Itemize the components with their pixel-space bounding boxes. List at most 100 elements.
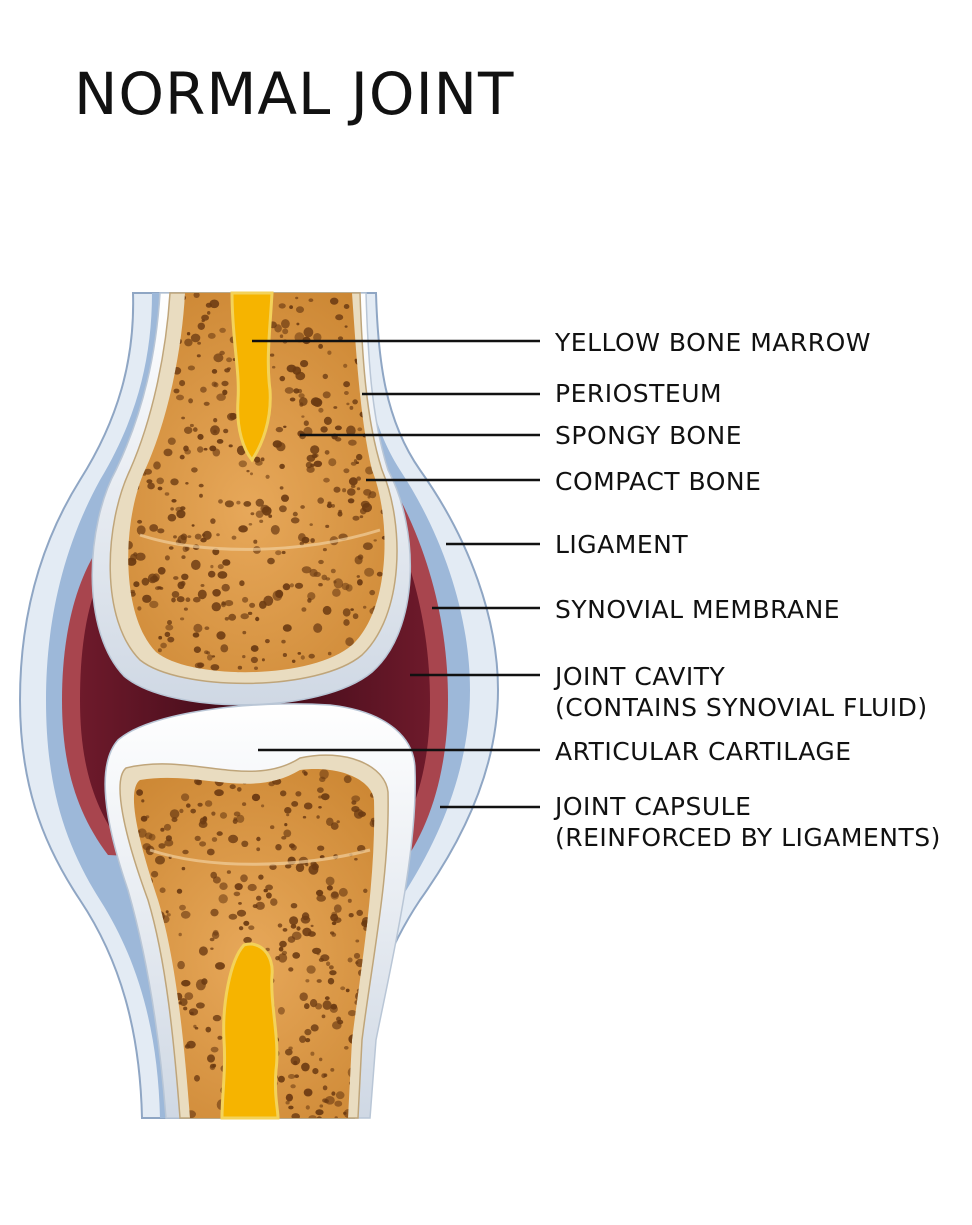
bone-pore <box>352 399 358 405</box>
bone-pore <box>285 863 292 869</box>
label-synovial-membrane: SYNOVIAL MEMBRANE <box>555 594 840 625</box>
bone-pore <box>333 406 338 409</box>
bone-pore <box>250 472 253 476</box>
bone-pore <box>318 583 323 587</box>
bone-pore <box>167 620 172 625</box>
bone-pore <box>160 642 167 649</box>
bone-pore <box>229 784 236 790</box>
bone-pore <box>216 393 226 401</box>
bone-pore <box>218 499 223 504</box>
bone-pore <box>313 460 323 467</box>
bone-pore <box>183 1006 188 1011</box>
bone-pore <box>199 841 207 847</box>
bone-pore <box>160 827 165 832</box>
bone-pore <box>157 648 162 653</box>
bone-pore <box>298 393 305 399</box>
bone-pore <box>363 489 372 496</box>
bone-pore <box>330 822 339 830</box>
bone-pore <box>388 299 391 302</box>
bone-pore <box>256 836 261 842</box>
bone-pore <box>336 1016 342 1022</box>
bone-pore <box>321 793 330 801</box>
bone-pore <box>281 950 287 956</box>
bone-pore <box>211 381 217 387</box>
bone-pore <box>343 468 350 474</box>
bone-pore <box>219 812 228 819</box>
bone-pore <box>177 581 185 590</box>
bone-pore <box>185 597 191 602</box>
bone-pore <box>181 866 186 871</box>
bone-pore <box>308 298 314 303</box>
bone-pore <box>354 555 363 565</box>
label-ligament: LIGAMENT <box>555 529 688 560</box>
bone-pore <box>308 653 315 659</box>
bone-pore <box>130 553 137 562</box>
bone-pore <box>336 820 340 824</box>
bone-pore <box>330 1068 335 1072</box>
label-yellow-bone-marrow-line: YELLOW BONE MARROW <box>555 328 872 357</box>
bone-pore <box>124 1020 131 1027</box>
bone-pore <box>250 512 255 516</box>
bone-pore <box>329 970 337 976</box>
bone-pore <box>236 500 241 505</box>
bone-pore <box>147 573 158 584</box>
bone-pore <box>199 493 203 498</box>
bone-pore <box>335 314 344 321</box>
bone-pore <box>293 1060 298 1065</box>
bone-pore <box>204 800 213 807</box>
bone-pore <box>130 589 136 594</box>
label-joint-capsule-line: (REINFORCED BY LIGAMENTS) <box>555 823 941 852</box>
bone-pore <box>291 1113 301 1118</box>
label-joint-capsule-line: JOINT CAPSULE <box>555 792 752 821</box>
bone-pore <box>173 576 179 580</box>
bone-pore <box>303 1088 313 1097</box>
label-joint-cavity: JOINT CAVITY(CONTAINS SYNOVIAL FLUID) <box>555 661 928 723</box>
bone-pore <box>171 597 176 603</box>
bone-pore <box>182 849 189 855</box>
bone-pore <box>211 602 221 612</box>
bone-pore <box>183 445 189 452</box>
label-synovial-membrane-line: SYNOVIAL MEMBRANE <box>555 595 841 624</box>
bone-pore <box>141 799 145 803</box>
bone-pore <box>288 1105 294 1110</box>
bone-pore <box>121 343 126 348</box>
bone-pore <box>209 445 217 452</box>
bone-pore <box>350 608 354 611</box>
bone-pore <box>299 992 308 1001</box>
bone-pore <box>281 319 290 329</box>
bone-pore <box>237 665 243 670</box>
bone-pore <box>251 793 261 802</box>
bone-pore <box>205 1026 212 1033</box>
bone-pore <box>210 908 219 917</box>
bone-pore <box>164 492 170 496</box>
bone-pore <box>226 367 231 370</box>
bone-pore <box>265 884 273 891</box>
bone-pore <box>369 589 376 596</box>
bone-pore <box>303 802 313 810</box>
bone-pore <box>164 555 170 561</box>
bone-pore <box>343 363 348 368</box>
bone-pore <box>242 630 247 635</box>
bone-pore <box>217 1035 223 1040</box>
bone-pore <box>211 837 218 842</box>
bone-pore <box>238 460 247 468</box>
bone-pore <box>347 957 353 963</box>
upper-yellow-bone-marrow <box>230 291 274 463</box>
bone-pore <box>149 524 159 532</box>
bone-pore <box>157 486 163 491</box>
bone-pore <box>217 571 228 579</box>
bone-pore <box>356 476 362 481</box>
bone-pore <box>224 617 229 621</box>
bone-pore <box>216 831 223 836</box>
bone-pore <box>261 658 265 662</box>
bone-pore <box>301 912 310 921</box>
bone-pore <box>158 635 163 640</box>
bone-pore <box>316 979 322 983</box>
label-joint-cavity-line: JOINT CAVITY <box>555 662 726 691</box>
bone-pore <box>277 1007 285 1015</box>
bone-pore <box>242 655 246 659</box>
bone-pore <box>231 535 237 540</box>
bone-pore <box>181 573 189 580</box>
bone-pore <box>297 388 303 394</box>
bone-pore <box>292 511 298 517</box>
